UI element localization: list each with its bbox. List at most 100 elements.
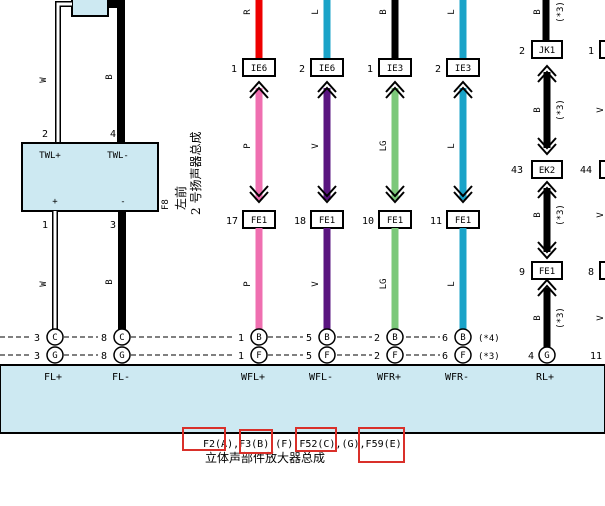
wire-letter-w-lower: W xyxy=(39,281,49,287)
rl-ek-connector: EK2 xyxy=(539,166,555,176)
speaker-pin-plus-bot: 1 xyxy=(42,220,48,231)
speaker-code: F8 xyxy=(161,199,171,210)
rl-side-letter-1: V xyxy=(596,107,605,113)
wire-w-upper xyxy=(55,1,72,143)
head-pin-bot-wfr-minus: 6 xyxy=(442,351,448,362)
dashed-connector-rows xyxy=(0,336,440,356)
head-pin-fl-minus-bot: 8 xyxy=(101,351,107,362)
speaker-box xyxy=(21,142,159,212)
pin-top-wfr-plus: 1 xyxy=(367,64,373,75)
terminal-label-fl-plus: FL+ xyxy=(44,372,62,383)
highlight-box-f52 xyxy=(295,427,337,452)
wire-letter-mid-wfr-plus: LG xyxy=(379,141,389,152)
wire-letter-mid-wfr-minus: L xyxy=(447,143,457,148)
head-pin-top-wfl-plus: 1 xyxy=(238,333,244,344)
head-pin-bot-wfl-minus: 5 xyxy=(306,351,312,362)
rl-note-bot: (*3) xyxy=(556,307,566,329)
terminal-label-wfr-minus: WFR- xyxy=(445,372,469,383)
rl-jk-pin-next: 1 xyxy=(588,46,594,57)
wire-letter-low-wfl-plus: P xyxy=(243,281,253,287)
highlight-box-f3 xyxy=(239,429,273,454)
head-pin-fl-minus-top: 8 xyxy=(101,333,107,344)
head-letter-fl-plus-bot: G xyxy=(52,351,57,361)
connector-bot-wfr-minus: FE1 xyxy=(455,216,471,226)
note-bot-wfr-minus: (*3) xyxy=(478,352,500,362)
wire-letter-low-wfl-minus: V xyxy=(311,281,321,287)
pin-bot-wfr-minus: 11 xyxy=(430,216,442,227)
head-letter-top-wfr-plus: B xyxy=(392,333,397,343)
head-letter-bot-wfr-plus: F xyxy=(392,351,397,361)
terminal-label-wfl-plus: WFL+ xyxy=(241,372,265,383)
head-letter-bot-wfr-minus: F xyxy=(460,351,465,361)
pin-top-wfr-minus: 2 xyxy=(435,64,441,75)
rl-side-letter-3: V xyxy=(596,315,605,321)
rl-fe-connector: FE1 xyxy=(539,267,555,277)
rl-wire-letter-top: B xyxy=(533,9,543,14)
speaker-label-plus: TWL+ xyxy=(39,151,61,161)
rl-wire-letter-bot: B xyxy=(533,315,543,320)
rl-ek-pin-next: 44 xyxy=(580,165,592,176)
head-pin-fl-plus-bot: 3 xyxy=(34,351,40,362)
rl-side-letter-2: V xyxy=(596,212,605,218)
speaker-pin-minus-bot: 3 xyxy=(110,220,116,231)
highlight-box-f59 xyxy=(358,427,405,463)
wire-letter-low-wfr-minus: L xyxy=(447,281,457,286)
head-pin-fl-plus-top: 3 xyxy=(34,333,40,344)
pin-top-wfl-plus: 1 xyxy=(231,64,237,75)
rl-note-mid: (*3) xyxy=(556,99,566,121)
head-letter-bot-wfl-plus: F xyxy=(256,351,261,361)
connector-top-wfr-minus: IE3 xyxy=(455,64,471,74)
head-letter-bot-wfl-minus: F xyxy=(324,351,329,361)
head-letter-fl-minus-bot: G xyxy=(119,351,124,361)
speaker-name-line2: 2 号扬声器总成 xyxy=(188,132,203,215)
rl-jk-connector: JK1 xyxy=(539,46,555,56)
speaker-name-line1: 左前 xyxy=(173,186,188,210)
rl-head-pin-next: 11 xyxy=(590,351,602,362)
head-letter-top-wfr-minus: B xyxy=(460,333,465,343)
connector-top-wfl-plus: IE6 xyxy=(251,64,267,74)
left-connector-heads: 3 3 8 8 C G C G FL+ FL- xyxy=(34,328,131,383)
head-letter-fl-minus-top: C xyxy=(119,333,124,343)
rl-fe-pin-next: 8 xyxy=(588,267,594,278)
top-connector-stub xyxy=(71,0,109,17)
head-pin-top-wfr-minus: 6 xyxy=(442,333,448,344)
pin-bot-wfl-minus: 18 xyxy=(294,216,306,227)
terminal-label-wfr-plus: WFR+ xyxy=(377,372,401,383)
wire-letter-top-wfl-plus: R xyxy=(243,9,253,15)
connector-bot-wfr-plus: FE1 xyxy=(387,216,403,226)
wire-b-upper xyxy=(108,0,125,143)
head-pin-bot-wfl-plus: 1 xyxy=(238,351,244,362)
head-letter-top-wfl-plus: B xyxy=(256,333,261,343)
rear-left-chain: B (*3) 2 JK1 1 B (*3) V 43 EK2 44 B (*3)… xyxy=(511,0,605,383)
wire-letter-mid-wfl-plus: P xyxy=(243,143,253,149)
head-letter-top-wfl-minus: B xyxy=(324,333,329,343)
head-letter-fl-plus-top: C xyxy=(52,333,57,343)
head-pin-bot-wfr-plus: 2 xyxy=(374,351,380,362)
wire-letter-b-upper: B xyxy=(105,74,115,79)
rl-head-pin: 4 xyxy=(528,351,534,362)
note-top-wfr-minus: (*4) xyxy=(478,334,500,344)
wire-letter-b-lower: B xyxy=(105,279,115,284)
pin-bot-wfr-plus: 10 xyxy=(362,216,374,227)
speaker-pin-plus-top: 2 xyxy=(42,129,48,140)
rl-wire-letter-mid: B xyxy=(533,107,543,112)
highlight-box-f2 xyxy=(182,427,226,451)
speaker-symbol-minus: - xyxy=(120,197,125,207)
rl-fe-pin: 9 xyxy=(519,267,525,278)
speaker-label-minus: TWL- xyxy=(107,151,129,161)
amplifier-name: 立体声部件放大器总成 xyxy=(205,450,325,465)
rl-head-letter: G xyxy=(544,351,549,361)
connector-top-wfl-minus: IE6 xyxy=(319,64,335,74)
terminal-label-fl-minus: FL- xyxy=(112,372,130,383)
rl-wire-letter-low: B xyxy=(533,212,543,217)
amplifier-body xyxy=(0,364,605,434)
wire-letter-low-wfr-plus: LG xyxy=(379,279,389,290)
terminal-label-wfl-minus: WFL- xyxy=(309,372,333,383)
connector-bot-wfl-plus: FE1 xyxy=(251,216,267,226)
connector-top-wfr-plus: IE3 xyxy=(387,64,403,74)
wire-letter-mid-wfl-minus: V xyxy=(311,143,321,149)
speaker-symbol-plus: + xyxy=(52,197,58,207)
wire-letter-w-upper: W xyxy=(39,77,49,83)
rl-jk-pin: 2 xyxy=(519,46,525,57)
